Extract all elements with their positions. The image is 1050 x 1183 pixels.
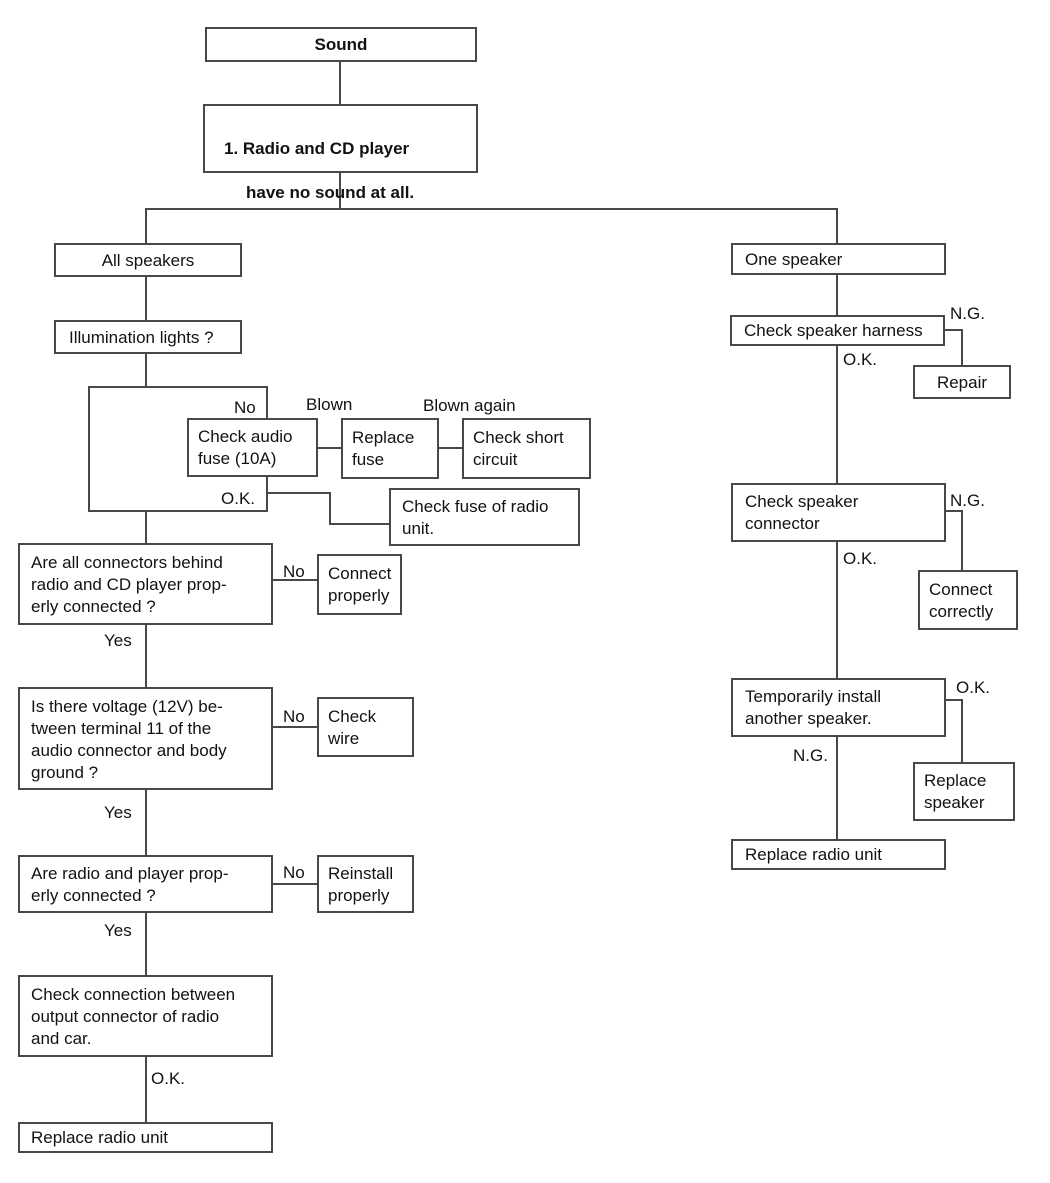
edge-label-no-voltage: No	[283, 707, 305, 726]
edge-label-ok-harness: O.K.	[843, 350, 878, 369]
edge-label-ng-harness: N.G.	[950, 304, 985, 323]
node-all-speakers: All speakers	[54, 243, 242, 277]
node-replace-radio-unit-left: Replace radio unit	[18, 1122, 273, 1153]
node-check-speaker-connector: Check speaker connector	[731, 483, 946, 542]
edge-label-blown-again: Blown again	[423, 396, 516, 415]
connector-line	[945, 329, 963, 331]
node-check-short-circuit: Check short circuit	[462, 418, 591, 479]
node-problem-statement: 1. Radio and CD player have no sound at …	[203, 104, 478, 202]
connector-line	[439, 447, 462, 449]
connector-line	[273, 726, 317, 728]
node-replace-radio-unit-right: Replace radio unit	[731, 839, 946, 870]
connector-line	[273, 579, 317, 581]
connector-line	[145, 1057, 147, 1122]
connector-line	[946, 510, 963, 512]
node-check-wire: Check wire	[317, 697, 414, 757]
edge-label-ng-temp-install: N.G.	[793, 746, 828, 765]
edge-label-ok-connection: O.K.	[151, 1069, 186, 1088]
connector-line	[145, 208, 838, 210]
edge-label-no-radio-player: No	[283, 863, 305, 882]
connector-line	[836, 275, 838, 315]
connector-line	[329, 492, 331, 525]
edge-label-yes-radio-player: Yes	[104, 921, 132, 940]
node-replace-fuse: Replace fuse	[341, 418, 439, 479]
node-radio-player-question: Are radio and player prop- erly connecte…	[18, 855, 273, 913]
edge-label-ok-fuse: O.K.	[221, 489, 256, 508]
connector-line	[273, 883, 317, 885]
edge-label-yes-voltage: Yes	[104, 803, 132, 822]
connector-line	[145, 625, 147, 687]
node-sound: Sound	[205, 27, 477, 62]
connector-line	[339, 173, 341, 209]
connector-line	[145, 790, 147, 855]
edge-label-ok-connector: O.K.	[843, 549, 878, 568]
connector-line	[961, 510, 963, 570]
node-connect-correctly: Connect correctly	[918, 570, 1018, 630]
connector-line	[836, 737, 838, 839]
connector-line	[329, 523, 389, 525]
connector-line	[946, 699, 963, 701]
connector-line	[836, 346, 838, 483]
node-check-fuse-radio-unit: Check fuse of radio unit.	[389, 488, 580, 546]
connector-line	[836, 208, 838, 243]
edge-label-ng-connector: N.G.	[950, 491, 985, 510]
node-check-audio-fuse: Check audio fuse (10A)	[187, 418, 318, 477]
problem-line-1: 1. Radio and CD player	[224, 139, 410, 158]
connector-line	[145, 913, 147, 975]
connector-line	[961, 329, 963, 365]
node-check-output-connection: Check connection between output connecto…	[18, 975, 273, 1057]
node-voltage-question: Is there voltage (12V) be- tween termina…	[18, 687, 273, 790]
edge-label-no-connectors: No	[283, 562, 305, 581]
edge-label-no-fuse: No	[234, 398, 256, 417]
node-repair: Repair	[913, 365, 1011, 399]
edge-label-ok-temp-install: O.K.	[956, 678, 991, 697]
node-reinstall-properly: Reinstall properly	[317, 855, 414, 913]
node-connectors-question: Are all connectors behind radio and CD p…	[18, 543, 273, 625]
connector-line	[339, 62, 341, 104]
node-check-speaker-harness: Check speaker harness	[730, 315, 945, 346]
connector-line	[145, 354, 147, 386]
connector-line	[961, 699, 963, 762]
connector-line	[268, 492, 331, 494]
connector-line	[836, 542, 838, 678]
node-illumination-lights: Illumination lights ?	[54, 320, 242, 354]
connector-line	[145, 512, 147, 543]
problem-line-2: have no sound at all.	[246, 183, 415, 202]
connector-line	[318, 447, 341, 449]
edge-label-blown: Blown	[306, 395, 353, 414]
node-one-speaker: One speaker	[731, 243, 946, 275]
node-connect-properly: Connect properly	[317, 554, 402, 615]
connector-line	[145, 208, 147, 243]
connector-line	[145, 277, 147, 320]
edge-label-yes-connectors: Yes	[104, 631, 132, 650]
node-temporarily-install-speaker: Temporarily install another speaker.	[731, 678, 946, 737]
node-replace-speaker: Replace speaker	[913, 762, 1015, 821]
